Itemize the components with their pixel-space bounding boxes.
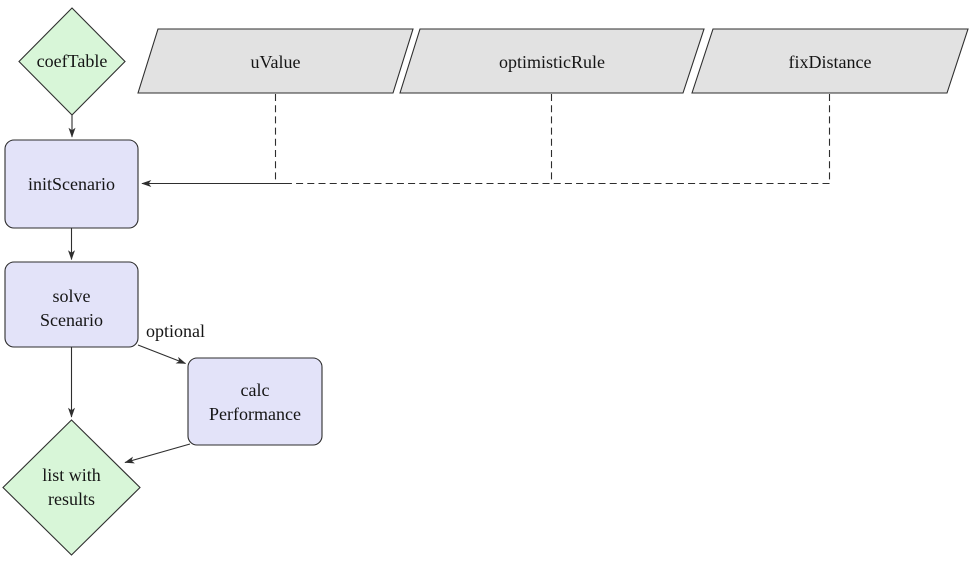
uvalue-parallelogram bbox=[137, 28, 414, 94]
fixdistance-label: fixDistance bbox=[789, 52, 872, 72]
results-label-line1: list with bbox=[42, 465, 101, 485]
results-diamond bbox=[2, 419, 141, 556]
solvescenario-label-line1: solve bbox=[53, 286, 91, 306]
calcperformance-label-line1: calc bbox=[241, 380, 270, 400]
optimisticrule-label: optimisticRule bbox=[499, 52, 605, 72]
uvalue-label: uValue bbox=[251, 52, 301, 72]
optimisticrule-parallelogram bbox=[399, 28, 705, 94]
calcperformance-label-line2: Performance bbox=[209, 404, 301, 424]
arrow-calcperformance-to-results bbox=[124, 443, 191, 464]
optional-edge-label: optional bbox=[146, 321, 205, 341]
solvescenario-label-line2: Scenario bbox=[40, 310, 103, 330]
arrow-solvescenario-to-calcperformance bbox=[137, 344, 187, 365]
coeftable-label: coefTable bbox=[37, 51, 108, 71]
fixdistance-parallelogram bbox=[691, 28, 969, 94]
results-label-line2: results bbox=[48, 489, 95, 509]
initscenario-label: initScenario bbox=[28, 174, 115, 194]
calcperformance-box bbox=[187, 357, 323, 446]
solvescenario-box bbox=[4, 261, 139, 348]
initscenario-box bbox=[4, 139, 139, 229]
coeftable-diamond bbox=[18, 7, 126, 116]
